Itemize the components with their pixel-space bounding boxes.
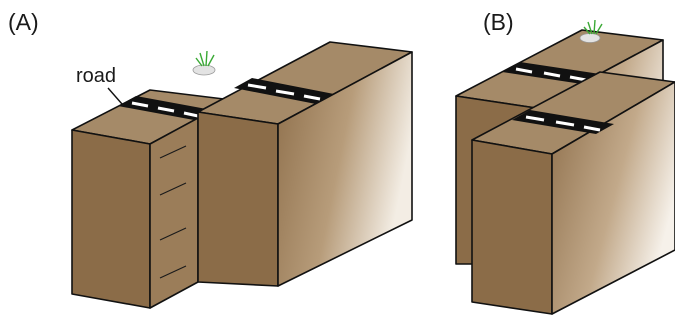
front-block-front bbox=[471, 139, 553, 315]
front-block-side bbox=[551, 81, 675, 315]
panel-a-label: (A) bbox=[8, 9, 39, 35]
road-front-block bbox=[512, 110, 614, 134]
rock-icon bbox=[579, 33, 601, 43]
panel-b: (B) bbox=[455, 9, 675, 315]
grass-icon bbox=[195, 50, 215, 67]
rock-icon bbox=[192, 64, 216, 76]
road-label-pointer bbox=[107, 87, 123, 105]
left-block bbox=[71, 89, 233, 309]
road-right-block bbox=[234, 78, 334, 104]
left-block-front bbox=[71, 129, 151, 309]
panel-b-label: (B) bbox=[483, 9, 514, 35]
right-block bbox=[197, 41, 413, 287]
grass-icon bbox=[583, 19, 603, 35]
road-back-block bbox=[502, 62, 600, 84]
front-block bbox=[471, 71, 675, 315]
right-block-front bbox=[197, 111, 279, 287]
right-block-side bbox=[277, 51, 413, 287]
left-block-fault-face bbox=[149, 117, 199, 309]
road-left-block bbox=[118, 96, 212, 120]
panel-a: (A) bbox=[8, 9, 413, 309]
fault-striations bbox=[159, 145, 187, 279]
road-label: road bbox=[76, 65, 116, 87]
